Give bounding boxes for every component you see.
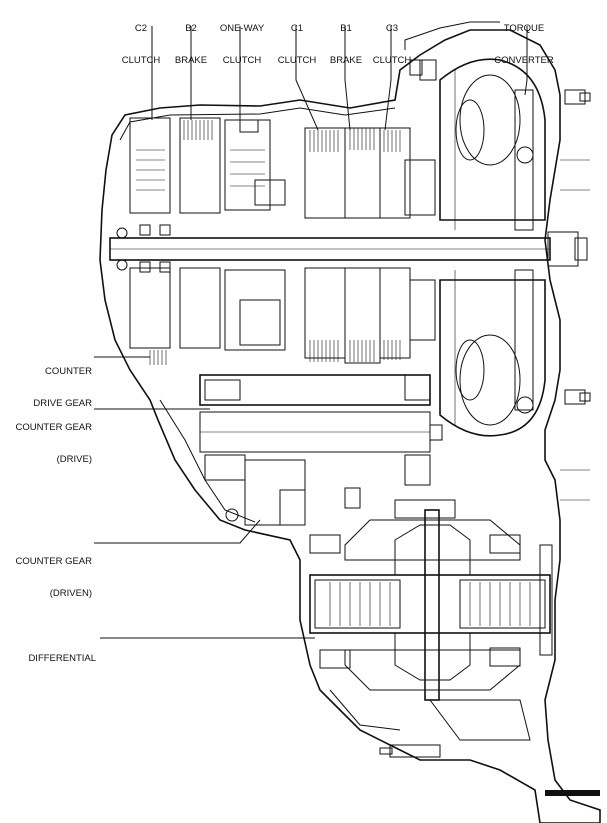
b1-brake-label-line1: B1 <box>340 23 352 34</box>
counter-drive-gear-label: COUNTER DRIVE GEAR <box>10 346 92 420</box>
c1-clutch-label-line2: CLUTCH <box>277 54 317 66</box>
b2-brake-label-line1: B2 <box>185 23 197 34</box>
b1-brake-label: B1 BRAKE <box>326 3 366 77</box>
differential-assembly <box>309 499 553 701</box>
counter-gear-drive-label: COUNTER GEAR (DRIVE) <box>4 402 92 476</box>
c2-clutch-label: C2 CLUTCH <box>120 3 162 77</box>
differential-label: DIFFERENTIAL <box>4 633 96 675</box>
counter-gear-driven-label-line2: (DRIVEN) <box>49 587 92 599</box>
one-way-clutch-label-line2: CLUTCH <box>222 54 262 66</box>
b2-brake-label: B2 BRAKE <box>168 3 214 77</box>
one-way-clutch-label: ONE-WAY CLUTCH <box>214 3 270 77</box>
counter-drive-gear-label-line1: COUNTER <box>45 366 92 377</box>
one-way-clutch-label-line1: ONE-WAY <box>219 23 265 34</box>
b1-brake-label-line2: BRAKE <box>329 54 363 66</box>
differential-label-line1: DIFFERENTIAL <box>28 653 96 664</box>
c3-clutch-label-line1: C3 <box>385 23 399 34</box>
c3-clutch-label-line2: CLUTCH <box>372 54 412 66</box>
counter-gear-driven-label: COUNTER GEAR (DRIVEN) <box>4 536 92 610</box>
fasteners <box>116 59 437 273</box>
lower-case <box>329 689 600 796</box>
c1-clutch-label: C1 CLUTCH <box>276 3 318 77</box>
torque-converter <box>439 58 591 437</box>
torque-converter-label-line1: TORQUE <box>503 23 545 34</box>
c3-clutch-label: C3 CLUTCH <box>370 3 414 77</box>
c2-clutch-label-line1: C2 <box>134 23 148 34</box>
torque-converter-label: TORQUE CONVERTER <box>484 3 564 77</box>
counter-gear-assembly <box>199 374 443 526</box>
counter-gear-drive-label-line1: COUNTER GEAR <box>15 422 92 433</box>
counter-gear-drive-label-line2: (DRIVE) <box>56 453 92 465</box>
c1-clutch-label-line1: C1 <box>290 23 304 34</box>
leader-lines <box>94 26 528 639</box>
main-shaft <box>109 231 588 267</box>
clutch-packs-lower <box>129 267 436 365</box>
counter-gear-driven-label-line1: COUNTER GEAR <box>15 556 92 567</box>
counter-drive-gear-label-line2: DRIVE GEAR <box>33 397 92 409</box>
clutch-packs-upper <box>129 117 436 219</box>
torque-converter-label-line2: CONVERTER <box>494 54 554 66</box>
b2-brake-label-line2: BRAKE <box>174 54 208 66</box>
c2-clutch-label-line2: CLUTCH <box>121 54 161 66</box>
